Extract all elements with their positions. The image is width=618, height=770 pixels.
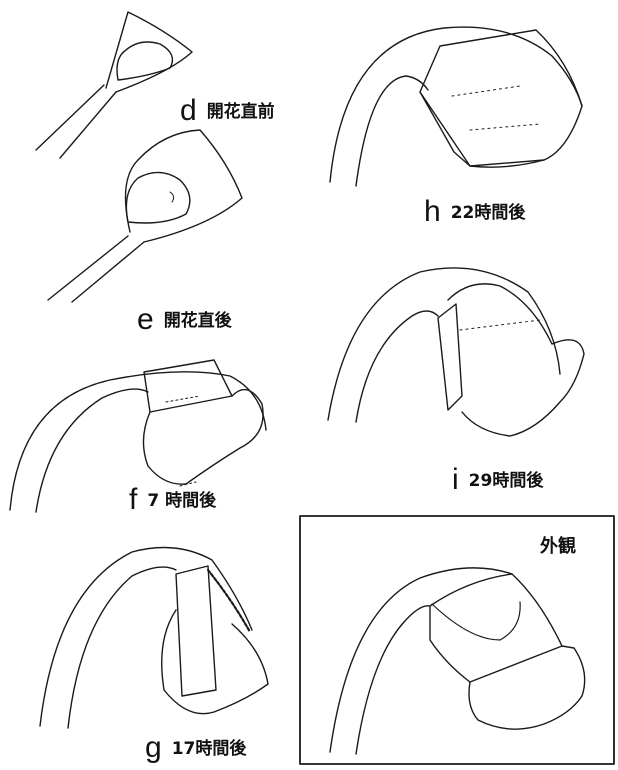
panel-f-petals xyxy=(143,390,263,485)
panel-i-stalk xyxy=(328,268,560,422)
panel-d-stalk xyxy=(36,85,116,158)
label-g: g 17時間後 xyxy=(145,733,246,763)
panel-h-drawing xyxy=(330,27,582,186)
label-g-caption: 17時間後 xyxy=(172,739,247,759)
label-f: f 7 時間後 xyxy=(129,485,216,515)
label-h-caption: 22時間後 xyxy=(451,203,526,223)
panel-e-bud-outline xyxy=(126,130,243,242)
label-d: d 開花直前 xyxy=(180,96,275,126)
panel-d-inner-part xyxy=(117,42,172,80)
panel-i-drawing xyxy=(328,268,584,436)
label-h: h 22時間後 xyxy=(424,197,525,227)
label-f-caption: 7 時間後 xyxy=(147,491,216,511)
label-f-letter: f xyxy=(129,483,137,516)
panel-e-inner-part xyxy=(126,172,189,223)
panel-h-petals xyxy=(420,92,544,167)
label-e-letter: e xyxy=(137,303,154,336)
label-i-letter: i xyxy=(452,463,459,496)
label-e: e 開花直後 xyxy=(137,305,232,335)
panel-e-drawing xyxy=(48,130,242,302)
inset-bract xyxy=(430,574,562,682)
label-e-caption: 開花直後 xyxy=(164,311,232,331)
label-d-letter: d xyxy=(180,94,197,127)
panel-d-drawing xyxy=(36,12,192,158)
panel-f-bract xyxy=(144,360,232,412)
inset-petals xyxy=(469,646,585,729)
panel-g-stalk xyxy=(40,548,252,729)
label-h-letter: h xyxy=(424,195,441,228)
label-d-caption: 開花直前 xyxy=(207,102,275,122)
label-i-caption: 29時間後 xyxy=(469,471,544,491)
panel-e-stalk xyxy=(48,236,144,302)
panel-g-drawing xyxy=(40,548,268,729)
label-i: i 29時間後 xyxy=(452,465,543,495)
inset-stalk xyxy=(330,568,512,754)
panel-i-petals xyxy=(448,284,584,436)
panel-h-stalk xyxy=(330,27,582,186)
inset-title: 外観 xyxy=(540,532,576,558)
panel-i-bract xyxy=(438,304,462,410)
panel-h-bract xyxy=(420,30,582,166)
panel-g-bract xyxy=(176,566,216,696)
label-g-letter: g xyxy=(145,731,162,764)
